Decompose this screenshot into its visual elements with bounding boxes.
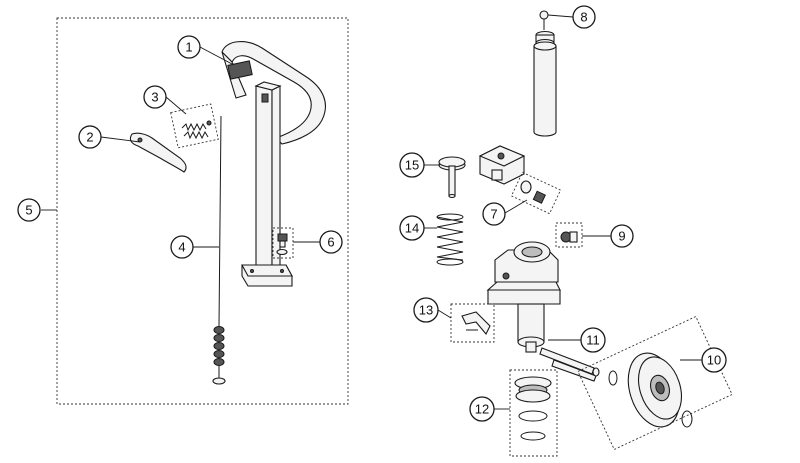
lever-part <box>129 132 187 173</box>
cylinder-part <box>533 10 557 137</box>
svg-text:8: 8 <box>580 10 587 25</box>
svg-text:6: 6 <box>327 235 334 250</box>
svg-text:11: 11 <box>586 333 600 348</box>
valve-block-part <box>478 145 526 185</box>
pin-part <box>438 156 466 199</box>
lever-pin-part <box>461 311 491 335</box>
svg-text:14: 14 <box>405 221 419 236</box>
svg-text:4: 4 <box>178 240 185 255</box>
part-7-box <box>510 171 562 215</box>
valve-plug-part <box>520 180 546 204</box>
svg-text:7: 7 <box>490 207 497 222</box>
svg-text:2: 2 <box>86 130 93 145</box>
callout-1: 1 <box>177 35 201 59</box>
callout-3: 3 <box>143 85 167 109</box>
callout-4: 4 <box>170 235 194 259</box>
svg-text:12: 12 <box>475 402 489 417</box>
callout-9: 9 <box>610 224 634 248</box>
callout-12: 12 <box>469 396 495 422</box>
handle-assembly-box <box>56 17 349 405</box>
chain-part <box>212 115 226 385</box>
callout-13: 13 <box>413 297 439 323</box>
callout-5: 5 <box>17 198 41 222</box>
bolt-part <box>276 233 288 256</box>
main-spring-part <box>436 213 464 266</box>
svg-text:5: 5 <box>25 203 32 218</box>
svg-text:15: 15 <box>405 158 419 173</box>
wheel-part <box>608 352 693 428</box>
callout-10: 10 <box>701 347 727 373</box>
pump-housing-part <box>486 241 561 353</box>
svg-text:9: 9 <box>618 229 625 244</box>
bearing-part <box>514 376 552 441</box>
part-3-box <box>170 103 219 149</box>
spring-part <box>181 120 212 140</box>
callout-14: 14 <box>399 215 425 241</box>
callout-7: 7 <box>482 202 506 226</box>
part-12-box <box>509 369 558 457</box>
part-13-box <box>450 303 495 343</box>
callout-6: 6 <box>319 230 343 254</box>
axle-pin-part <box>539 347 600 382</box>
svg-text:1: 1 <box>185 40 192 55</box>
svg-text:3: 3 <box>151 90 158 105</box>
callout-11: 11 <box>580 327 606 353</box>
handle-post <box>241 81 293 287</box>
part-9-box <box>555 222 583 248</box>
part-6-box <box>272 227 294 259</box>
plug-part <box>560 231 578 243</box>
callout-2: 2 <box>78 125 102 149</box>
svg-text:10: 10 <box>707 353 721 368</box>
svg-text:13: 13 <box>419 303 433 318</box>
callout-8: 8 <box>572 5 596 29</box>
callout-15: 15 <box>399 152 425 178</box>
